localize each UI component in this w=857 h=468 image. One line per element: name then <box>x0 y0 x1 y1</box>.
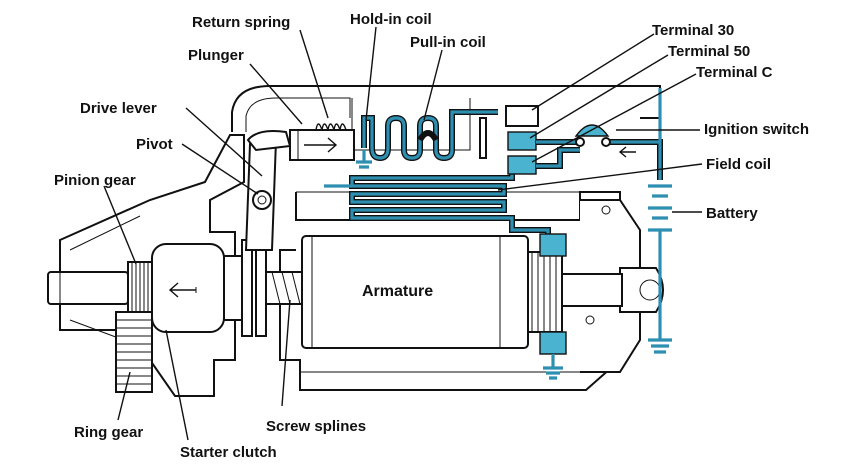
label-terminal-30: Terminal 30 <box>652 22 734 39</box>
label-return-spring: Return spring <box>192 14 290 31</box>
label-plunger: Plunger <box>188 47 244 64</box>
plunger-shape <box>289 129 355 161</box>
label-pinion-gear: Pinion gear <box>54 172 136 189</box>
label-ring-gear: Ring gear <box>74 424 143 441</box>
label-ignition-switch: Ignition switch <box>704 121 809 138</box>
return-spring-shape <box>315 123 347 131</box>
leader-lines <box>103 26 703 441</box>
circuit-wiring <box>324 88 672 380</box>
label-terminal-c: Terminal C <box>696 64 773 81</box>
label-pull-in-coil: Pull-in coil <box>410 34 486 51</box>
label-armature: Armature <box>362 283 433 300</box>
label-battery: Battery <box>706 205 758 222</box>
label-hold-in-coil: Hold-in coil <box>350 11 432 28</box>
label-field-coil: Field coil <box>706 156 771 173</box>
ring-gear-shape <box>115 311 153 393</box>
pinion-and-clutch <box>127 239 303 337</box>
label-pivot: Pivot <box>136 136 173 153</box>
label-drive-lever: Drive lever <box>80 100 157 117</box>
label-starter-clutch: Starter clutch <box>180 444 277 461</box>
armature-shape <box>301 235 623 349</box>
label-terminal-50: Terminal 50 <box>668 43 750 60</box>
battery-symbol <box>648 184 672 354</box>
label-screw-splines: Screw splines <box>266 418 366 435</box>
